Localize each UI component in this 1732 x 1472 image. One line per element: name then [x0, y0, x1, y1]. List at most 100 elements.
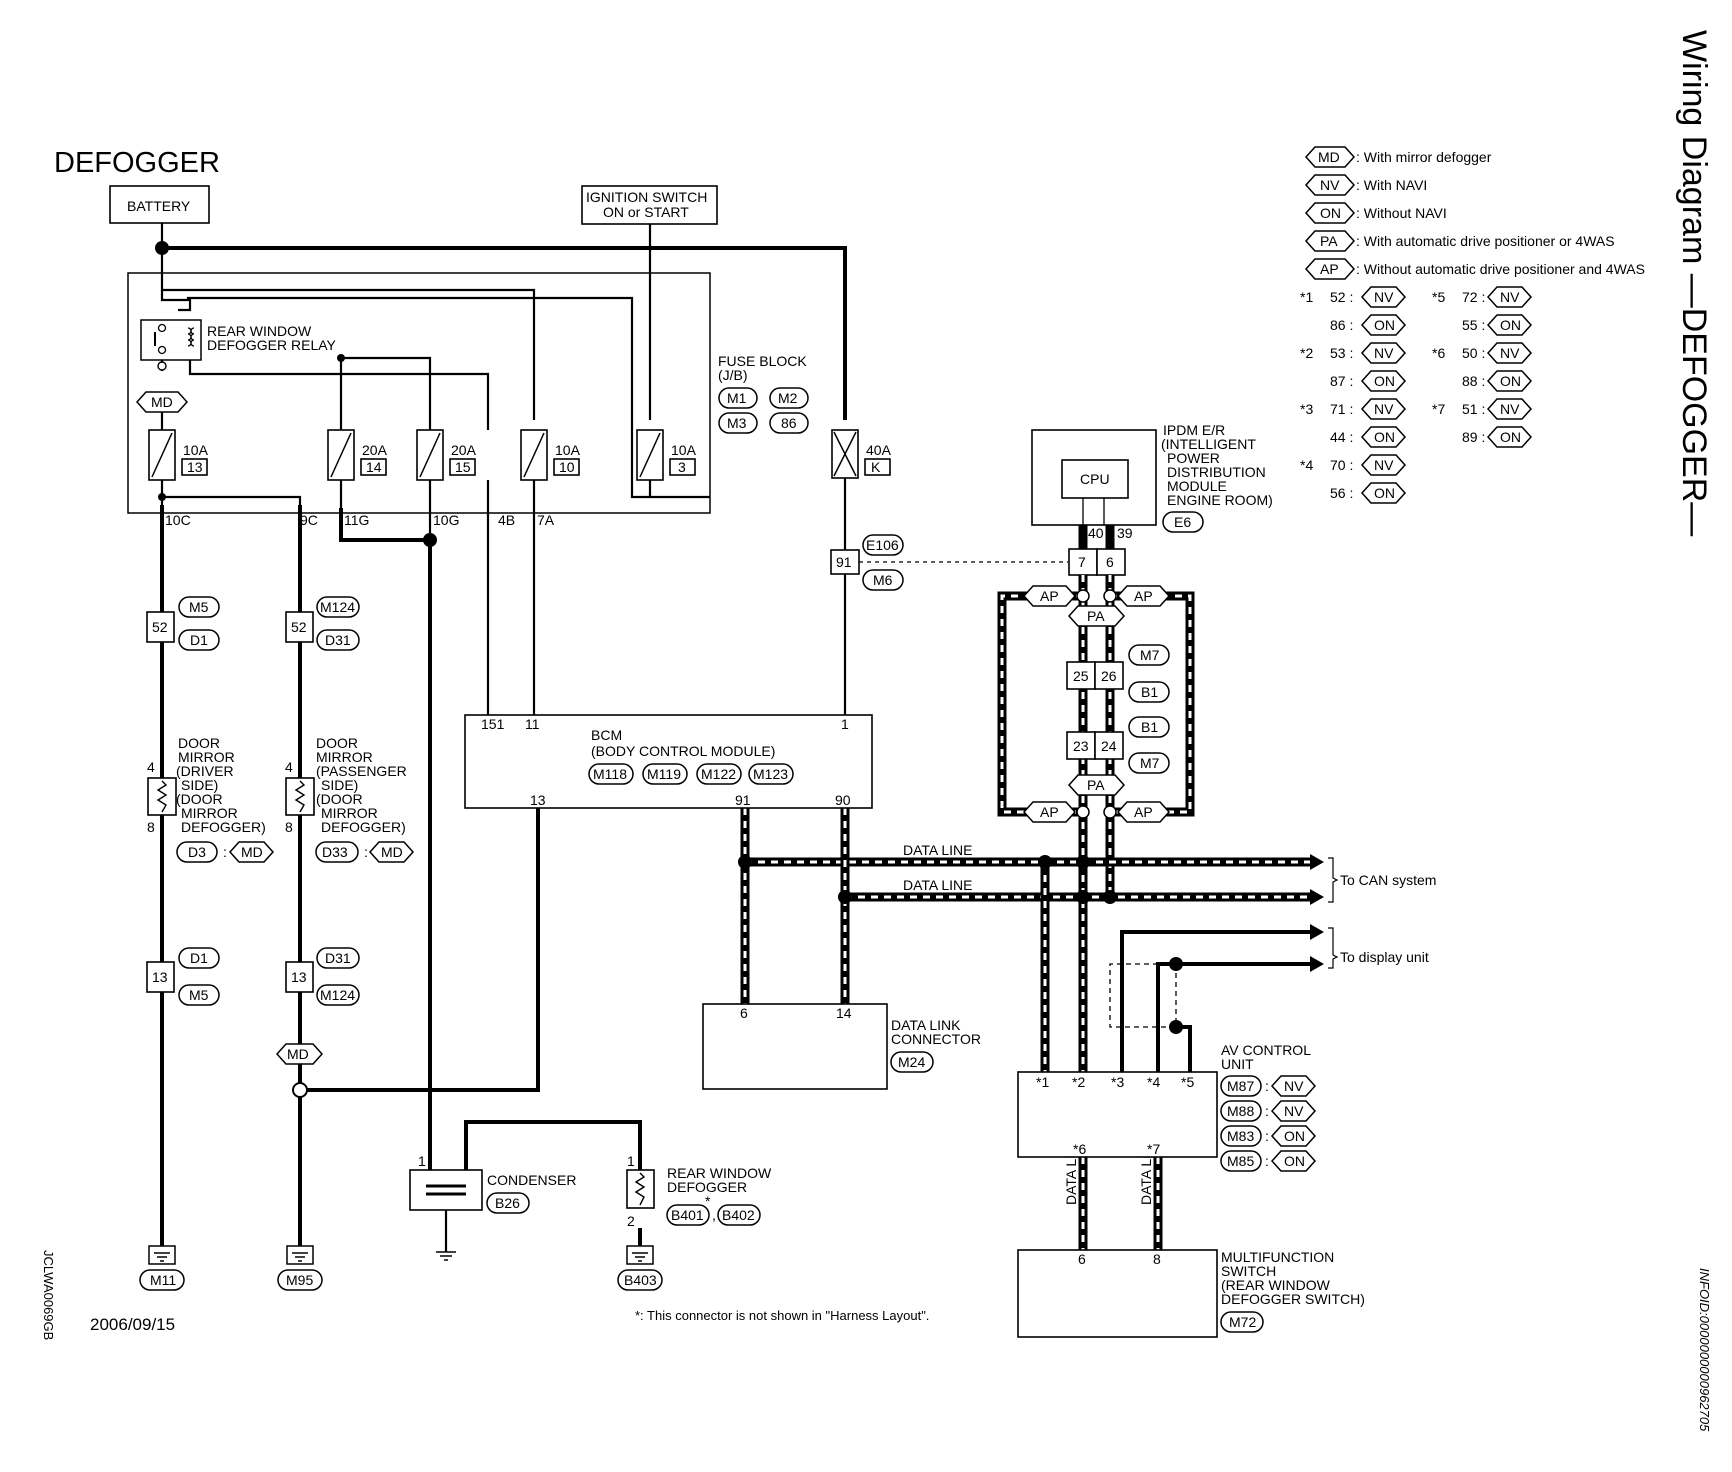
svg-text:MODULE: MODULE	[1167, 478, 1227, 494]
joint-91: 91 E106 M6	[830, 534, 904, 591]
svg-text:13: 13	[187, 459, 203, 475]
svg-text:M6: M6	[873, 572, 893, 588]
svg-text:DISTRIBUTION: DISTRIBUTION	[1167, 464, 1266, 480]
ap-pa-tags: AP AP PA PA AP AP	[1022, 585, 1171, 823]
svg-text:8: 8	[285, 819, 293, 835]
svg-text:15: 15	[455, 459, 471, 475]
svg-text:M72: M72	[1229, 1314, 1256, 1330]
svg-text:13: 13	[152, 969, 168, 985]
svg-text:4: 4	[285, 759, 293, 775]
svg-text:4B: 4B	[498, 512, 515, 528]
svg-text:CPU: CPU	[1080, 471, 1110, 487]
svg-text:B401: B401	[671, 1207, 704, 1223]
svg-text:ON: ON	[1374, 317, 1395, 333]
svg-text:M24: M24	[898, 1054, 925, 1070]
svg-text:9C: 9C	[300, 512, 318, 528]
svg-text:39: 39	[1117, 525, 1133, 541]
svg-text:1: 1	[418, 1153, 426, 1169]
joint-13-driver: 13 D1 M5	[146, 947, 220, 1006]
svg-text:52: 52	[291, 619, 307, 635]
md-tag-relay: MD	[135, 391, 189, 413]
svg-text:24: 24	[1101, 738, 1117, 754]
svg-text:: With automatic drive positio: : With automatic drive positioner or 4WA…	[1356, 233, 1615, 249]
svg-text:M5: M5	[189, 599, 209, 615]
joint-52-driver: 52 M5 D1	[146, 596, 220, 651]
svg-text:M119: M119	[647, 766, 681, 782]
svg-text:NV: NV	[1500, 345, 1520, 361]
svg-text:2: 2	[627, 1213, 635, 1229]
svg-text:*6: *6	[1432, 345, 1445, 361]
svg-text:DEFOGGER RELAY: DEFOGGER RELAY	[207, 337, 337, 353]
svg-text:6: 6	[1078, 1251, 1086, 1267]
fuse-block-connectors: M1 M2 M3 86	[718, 387, 809, 434]
svg-text:MD: MD	[1318, 149, 1340, 165]
display-unit-wires	[1109, 924, 1324, 1072]
svg-text:(DRIVER: (DRIVER	[176, 763, 234, 779]
svg-text:M88: M88	[1227, 1103, 1254, 1119]
svg-text:SIDE): SIDE)	[321, 777, 358, 793]
svg-text:DATA LINK: DATA LINK	[891, 1017, 961, 1033]
svg-text:25: 25	[1073, 668, 1089, 684]
svg-text:(INTELLIGENT: (INTELLIGENT	[1161, 436, 1256, 452]
svg-text:M123: M123	[753, 766, 788, 782]
svg-text:NV: NV	[1374, 401, 1394, 417]
svg-text:11: 11	[525, 716, 540, 732]
svg-text:M118: M118	[593, 766, 627, 782]
svg-text:D3: D3	[188, 844, 206, 860]
svg-text:DATA LINE: DATA LINE	[903, 877, 973, 893]
svg-text:: Without NAVI: : Without NAVI	[1356, 205, 1447, 221]
svg-text:*6: *6	[1073, 1141, 1086, 1157]
svg-text:40A: 40A	[866, 442, 892, 458]
svg-text:7: 7	[1078, 554, 1086, 570]
svg-text:B1: B1	[1141, 719, 1158, 735]
svg-text:10A: 10A	[555, 442, 581, 458]
svg-text:MD: MD	[287, 1046, 309, 1062]
svg-text:CONDENSER: CONDENSER	[487, 1172, 576, 1188]
svg-text:DOOR: DOOR	[178, 735, 220, 751]
fuse-14: 20A 14	[327, 429, 388, 481]
svg-text:10A: 10A	[183, 442, 209, 458]
data-link-connector: 6 14 DATA LINK CONNECTOR M24	[702, 1003, 981, 1090]
svg-text::: :	[1265, 1103, 1269, 1119]
svg-text:NV: NV	[1374, 345, 1394, 361]
svg-text:UNIT: UNIT	[1221, 1056, 1254, 1072]
svg-text:B1: B1	[1141, 684, 1158, 700]
svg-text::: :	[223, 844, 227, 860]
svg-text:10: 10	[559, 459, 575, 475]
svg-text:MIRROR: MIRROR	[178, 749, 235, 765]
svg-text:(PASSENGER: (PASSENGER	[316, 763, 407, 779]
ground-m95: M95	[277, 1245, 323, 1291]
svg-text:(REAR WINDOW: (REAR WINDOW	[1221, 1277, 1331, 1293]
destination-brackets: To CAN system To display unit	[1328, 857, 1436, 969]
svg-text:ON: ON	[1374, 429, 1395, 445]
svg-text:86 :: 86 :	[1330, 317, 1353, 333]
svg-text:(DOOR: (DOOR	[316, 791, 363, 807]
svg-text:*5: *5	[1181, 1074, 1194, 1090]
svg-text:D1: D1	[190, 950, 208, 966]
svg-text:M83: M83	[1227, 1128, 1254, 1144]
svg-text:AP: AP	[1320, 261, 1339, 277]
svg-text:26: 26	[1101, 668, 1117, 684]
svg-text:*5: *5	[1432, 289, 1445, 305]
svg-text:ON: ON	[1284, 1153, 1305, 1169]
svg-text:10C: 10C	[165, 512, 191, 528]
svg-text:M3: M3	[727, 415, 747, 431]
svg-text:DEFOGGER SWITCH): DEFOGGER SWITCH)	[1221, 1291, 1365, 1307]
svg-text:K: K	[871, 459, 881, 475]
svg-text:: Without automatic drive posi: : Without automatic drive positioner and…	[1356, 261, 1645, 277]
svg-text:AP: AP	[1040, 804, 1059, 820]
legend-codes: MD : With mirror defogger NV : With NAVI…	[1304, 146, 1645, 280]
fuse-13: 10A 13	[148, 429, 209, 481]
fuse-10: 10A 10	[520, 429, 581, 481]
svg-text:53 :: 53 :	[1330, 345, 1353, 361]
svg-text:M2: M2	[778, 390, 798, 406]
svg-text:51 :: 51 :	[1462, 401, 1485, 417]
svg-text::: :	[1265, 1128, 1269, 1144]
svg-text:MD: MD	[381, 844, 403, 860]
svg-text:ON: ON	[1284, 1128, 1305, 1144]
svg-text:8: 8	[1153, 1251, 1161, 1267]
svg-text:20A: 20A	[451, 442, 477, 458]
svg-text:E6: E6	[1174, 514, 1191, 530]
svg-text:4: 4	[147, 759, 155, 775]
pa-joint-25-26: 25 26 M7 B1	[1066, 644, 1170, 703]
